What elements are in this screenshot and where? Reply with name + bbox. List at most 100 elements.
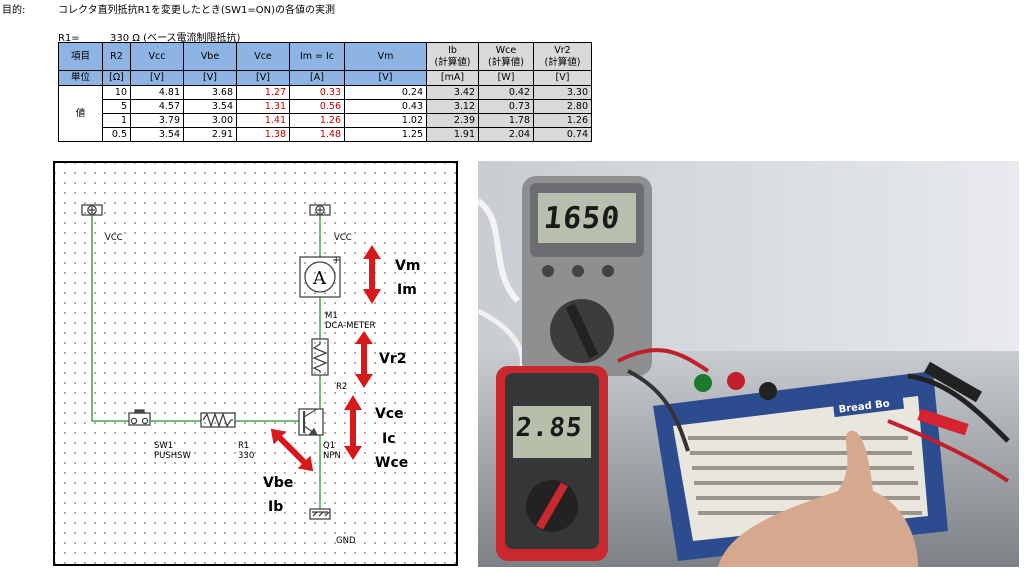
unit-cell: [V] [183,70,237,86]
cell-vbe: 3.54 [183,99,237,114]
r1-label: R1 [238,441,249,451]
unit-cell: [A] [289,70,345,86]
r2-label: R2 [336,382,347,392]
cell-vm: 0.43 [344,99,427,114]
meter1-reading: 1650 [542,201,623,236]
unit-cell: [mA] [426,70,479,86]
ammeter-plus: + [332,255,340,266]
header-cell: Vm [344,42,427,71]
cell-im: 1.26 [289,113,345,128]
arrow-vce [344,395,362,460]
schematic-drawing: VCC VCC M1 DCA-METER R2 SW1 PUSHSW R1 33… [81,204,420,546]
cell-vr2: 1.26 [533,113,592,128]
annotation-vbe: Vbe [263,475,293,491]
r1-value-label: 330 [238,451,254,461]
cell-im: 0.56 [289,99,345,114]
cell-vm: 1.02 [344,113,427,128]
header-cell: Vr2 (計算値) [533,42,592,71]
header-cell: Vce [236,42,290,71]
table-row: 1 3.79 3.00 1.41 1.26 1.02 2.39 1.78 1.2… [59,113,592,128]
meter2-display [513,406,591,458]
table-row: 値 10 4.81 3.68 1.27 0.33 0.24 3.42 0.42 … [58,85,592,142]
unit-cell: [V] [344,70,427,86]
unit-cell: [V] [533,70,592,86]
r1-value: 330 Ω (ベース電流制限抵抗) [110,33,241,44]
ammeter-symbol: A [312,268,327,289]
meter2-reading: 2.85 [514,413,585,443]
annotation-wce: Wce [375,455,408,471]
annotation-im: Im [397,282,417,298]
bench-multimeter [522,176,652,376]
cell-vbe: 3.68 [183,85,237,100]
annotation-ic: Ic [382,431,396,447]
table-row: 5 4.57 3.54 1.31 0.56 0.43 3.12 0.73 2.8… [59,99,592,114]
cell-vm: 0.24 [344,85,427,100]
ammeter-circle [304,261,336,293]
r1-label: R1= [58,33,80,44]
vcc-left-label: VCC [105,233,123,243]
cell-vce: 1.31 [236,99,290,114]
annotation-vr2: Vr2 [379,351,406,367]
cell-vcc: 3.54 [130,127,184,142]
gnd-label: GND [336,536,356,546]
experiment-photo: Bread Bo 1650 2.85 [478,161,1019,567]
photo-drawing: Bread Bo [478,161,1019,567]
cell-wce: 2.04 [478,127,534,142]
cell-im: 0.33 [289,85,345,100]
cell-wce: 1.78 [478,113,534,128]
purpose-text: コレクタ直列抵抗R1を変更したとき(SW1=ON)の各値の実測 [58,5,336,16]
cell-im: 1.48 [289,127,345,142]
unit-cell: [V] [236,70,290,86]
cell-ib: 3.12 [426,99,479,114]
hand [718,430,918,567]
annotation-vce: Vce [375,406,404,422]
header-cell: Ib (計算値) [426,42,479,71]
arrow-vm-im [363,245,381,304]
cell-vcc: 4.57 [130,99,184,114]
purpose-label: 目的: [2,5,26,16]
header-cell: Vcc [130,42,184,71]
cell-vr2: 0.74 [533,127,592,142]
arrow-vr2 [355,331,373,388]
cell-vbe: 2.91 [183,127,237,142]
wire-vcc-left [91,215,129,422]
header-cell: Im = Ic [289,42,345,71]
cell-r2: 0.5 [102,127,131,142]
measurement-table: 項目 R2 Vcc Vbe Vce Im = Ic Vm Ib (計算値) Wc… [58,42,592,142]
sw1-type-label: PUSHSW [154,451,192,461]
gnd-symbol [309,508,331,520]
cell-wce: 0.42 [478,85,534,100]
header-cell: Wce (計算値) [478,42,534,71]
cell-r2: 10 [102,85,131,100]
purpose-line: 目的: コレクタ直列抵抗R1を変更したとき(SW1=ON)の各値の実測 [2,1,335,16]
table-row: 0.5 3.54 2.91 1.38 1.48 1.25 1.91 2.04 0… [59,127,592,142]
cell-vce: 1.38 [236,127,290,142]
circuit-schematic: VCC VCC M1 DCA-METER R2 SW1 PUSHSW R1 33… [53,161,458,566]
cell-r2: 1 [102,113,131,128]
cell-r2: 5 [102,99,131,114]
meter1-display [538,193,636,243]
m1-label: M1 [325,311,338,321]
m1-type-label: DCA-METER [325,321,375,331]
row-label: 値 [58,85,103,142]
r1-note: R1= 330 Ω (ベース電流制限抵抗) [58,29,240,44]
q1-symbol [298,408,324,436]
cell-vce: 1.41 [236,113,290,128]
cell-vcc: 3.79 [130,113,184,128]
q1-label: Q1 [323,441,335,451]
header-row: 項目 R2 Vcc Vbe Vce Im = Ic Vm Ib (計算値) Wc… [58,42,592,71]
sw1-label: SW1 [154,441,173,451]
cell-vcc: 4.81 [130,85,184,100]
header-cell: 項目 [58,42,103,71]
annotation-ib: Ib [268,499,283,515]
unit-cell: 単位 [58,70,103,86]
unit-cell: [V] [130,70,184,86]
cell-ib: 2.39 [426,113,479,128]
handheld-multimeter [496,366,608,561]
arrow-vbe [270,428,314,472]
q1-type-label: NPN [323,451,341,461]
cell-ib: 1.91 [426,127,479,142]
unit-cell: [Ω] [102,70,131,86]
cell-vbe: 3.00 [183,113,237,128]
vcc-right-label: VCC [334,233,352,243]
